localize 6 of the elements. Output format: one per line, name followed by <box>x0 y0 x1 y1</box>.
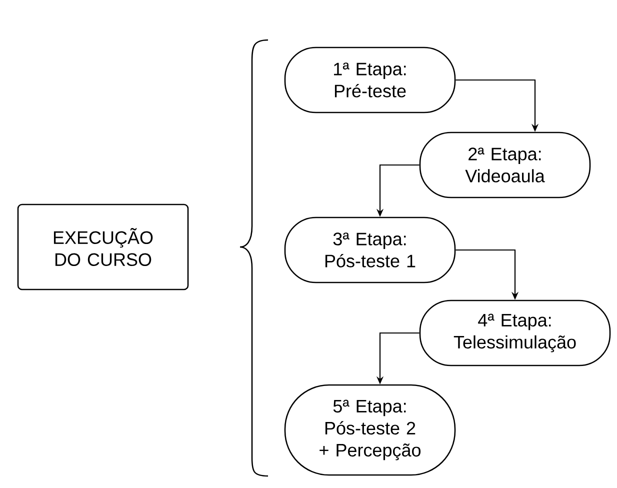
stage-box: 4ª Etapa: Telessimulação <box>419 300 611 366</box>
label-box: EXECUÇÃO DO CURSO <box>17 204 189 290</box>
stage-box: 5ª Etapa: Pós-teste 2 + Percepção <box>284 384 456 476</box>
stage-box: 2ª Etapa: Videoaula <box>419 132 591 198</box>
stage-box: 1ª Etapa: Pré-teste <box>284 46 456 114</box>
stage-box: 3ª Etapa: Pós-teste 1 <box>284 216 456 284</box>
